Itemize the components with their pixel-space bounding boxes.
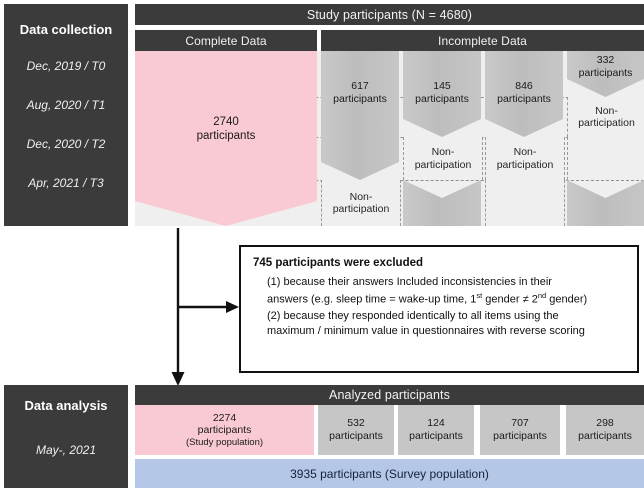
exclusion-line2-sup1: st <box>476 290 483 300</box>
result-main-unit: participants <box>197 424 252 437</box>
flow-145-late <box>403 180 481 226</box>
nonparticipation-846-t3 <box>485 180 565 226</box>
result-main-sub: (Study population) <box>185 436 264 448</box>
complete-data-flow <box>135 51 317 226</box>
study-participants-banner: Study participants (N = 4680) <box>135 4 644 25</box>
column-complete-data: 2740 participants <box>135 51 317 226</box>
result-124-unit: participants <box>409 430 463 442</box>
nonparticipation-332-t2 <box>567 137 644 180</box>
sidebar-data-analysis-title: Data analysis <box>24 398 108 413</box>
timepoint-may-2021: May-, 2021 <box>35 443 97 457</box>
timepoint-t0: Dec, 2019 / T0 <box>26 59 106 73</box>
exclusion-title: 745 participants were excluded <box>253 257 424 269</box>
complete-data-count: 2740 <box>213 116 239 128</box>
flow-145-early <box>403 51 481 137</box>
sidebar-data-analysis: Data analysis May-, 2021 <box>4 385 128 488</box>
result-707-unit: participants <box>493 430 547 442</box>
column-incomplete-332: 332 participants Non-participation <box>567 51 644 226</box>
result-study-population: 2274 participants (Study population) <box>135 405 314 455</box>
flow-617 <box>321 51 399 180</box>
nonparticipation-332-t1: Non-participation <box>567 97 644 137</box>
result-532-count: 532 <box>347 417 365 430</box>
nonparticipation-label: Non-participation <box>332 190 390 215</box>
column-incomplete-145: 145 participants Non-participation <box>403 51 483 226</box>
nonparticipation-846-t2: Non-participation <box>485 137 565 180</box>
nonparticipation-617-t3: Non-participation <box>321 180 401 226</box>
timepoint-t3: Apr, 2021 / T3 <box>28 176 104 190</box>
survey-population-bar: 3935 participants (Survey population) <box>135 459 644 488</box>
result-group-124: 124 participants <box>398 405 474 455</box>
analyzed-results-row: 2274 participants (Study population) 532… <box>135 405 644 455</box>
arrow-head-right <box>226 301 239 313</box>
sidebar-data-collection: Data collection Dec, 2019 / T0 Aug, 2020… <box>4 4 128 226</box>
column-incomplete-617: 617 participants Non-participation <box>321 51 401 226</box>
result-group-298: 298 participants <box>566 405 644 455</box>
flow-846 <box>485 51 563 137</box>
header-analyzed-participants: Analyzed participants <box>135 385 644 405</box>
result-298-unit: participants <box>578 430 632 442</box>
timepoint-t1: Aug, 2020 / T1 <box>26 98 106 112</box>
exclusion-line2-b: gender ≠ 2 <box>482 293 538 306</box>
flow-332-early <box>567 51 644 97</box>
complete-data-label: 2740 participants <box>135 115 317 144</box>
exclusion-line2-a: answers (e.g. sleep time = wake-up time,… <box>267 293 477 306</box>
result-532-unit: participants <box>329 430 383 442</box>
complete-data-unit: participants <box>196 130 256 143</box>
exclusion-reason-2-cont: maximum / minimum value in questionnaire… <box>267 325 585 338</box>
result-group-532: 532 participants <box>318 405 394 455</box>
timepoint-t2: Dec, 2020 / T2 <box>26 137 106 151</box>
participation-matrix: 2740 participants 617 participants Non-p… <box>135 51 644 226</box>
exclusion-reason-2: (2) because they responded identically t… <box>267 309 559 322</box>
result-group-707: 707 participants <box>480 405 560 455</box>
header-complete-data: Complete Data <box>135 30 317 51</box>
exclusion-line2-sup2: nd <box>537 290 547 300</box>
sidebar-data-collection-title: Data collection <box>19 22 113 37</box>
nonparticipation-label: Non-participation <box>496 146 554 171</box>
arrow-head-down <box>171 372 185 386</box>
result-124-count: 124 <box>427 417 445 430</box>
flow-332-late <box>567 180 644 226</box>
column-incomplete-846: 846 participants Non-participation <box>485 51 565 226</box>
nonparticipation-label: Non-participation <box>578 104 635 129</box>
nonparticipation-145-t2: Non-participation <box>403 137 483 180</box>
exclusion-reason-1: (1) because their answers Included incon… <box>267 276 552 288</box>
exclusion-criteria-box: 745 participants were excluded (1) becau… <box>239 245 639 373</box>
exclusion-reason-1-cont: answers (e.g. sleep time = wake-up time,… <box>267 291 627 309</box>
result-707-count: 707 <box>511 417 529 430</box>
result-298-count: 298 <box>596 417 614 430</box>
exclusion-line2-c: gender) <box>546 293 588 306</box>
nonparticipation-label: Non-participation <box>414 146 472 171</box>
result-main-count: 2274 <box>212 411 237 424</box>
header-incomplete-data: Incomplete Data <box>321 30 644 51</box>
